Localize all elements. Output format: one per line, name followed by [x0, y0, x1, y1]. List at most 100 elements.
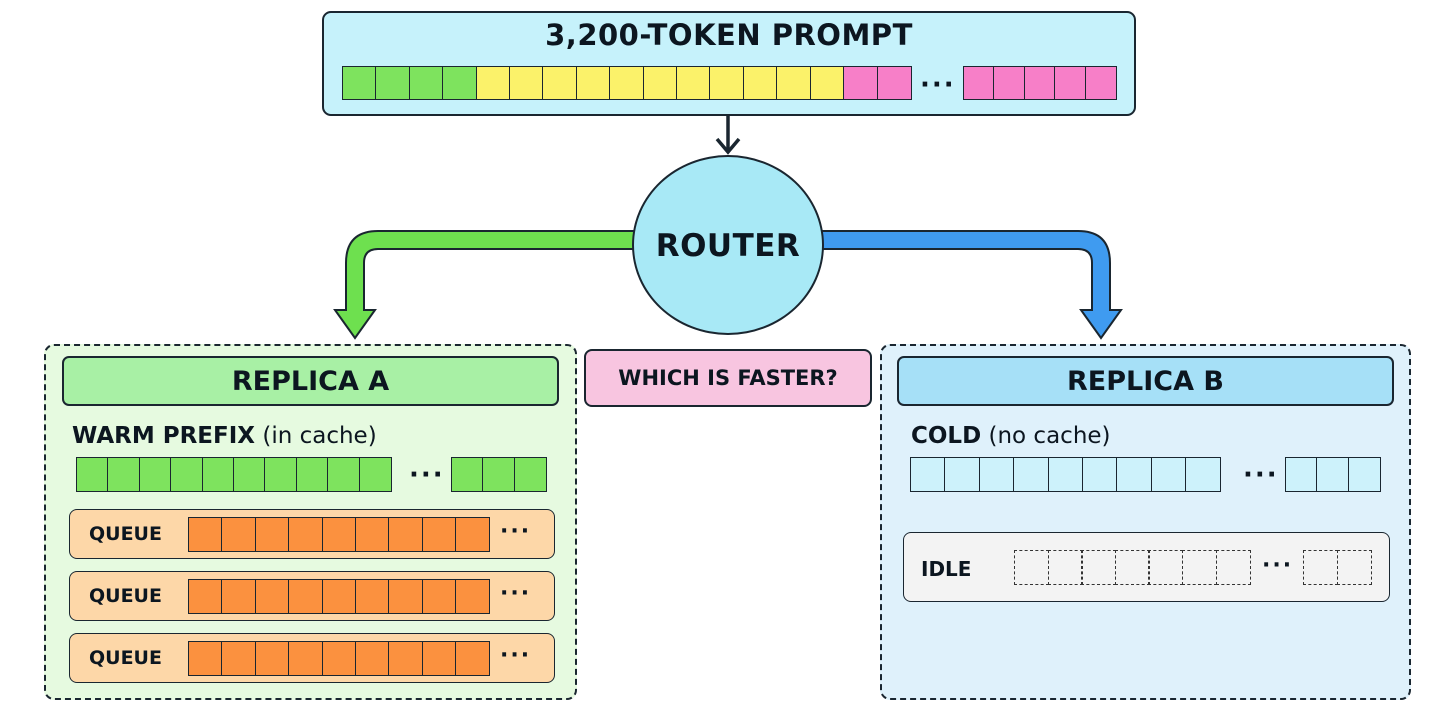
prompt-token-cell [809, 66, 845, 100]
queue-token-cell [288, 517, 324, 552]
replica-b-cache-status: COLD (no cache) [911, 425, 1111, 448]
prompt-token-cell [642, 66, 678, 100]
queue-token-cell [221, 579, 257, 614]
empty-token-cell [1347, 457, 1381, 492]
queue-ellipsis: ··· [500, 519, 532, 544]
queue-token-cell [355, 579, 391, 614]
replica-a-title: REPLICA A [62, 356, 559, 406]
idle-ellipsis: ··· [1262, 553, 1294, 578]
router-label: ROUTER [655, 228, 801, 264]
cached-token-cell [482, 457, 516, 492]
replica-b-cache-status-label: COLD [911, 423, 982, 449]
idle-slot-cell [1336, 550, 1372, 585]
prompt-token-cell [993, 66, 1026, 100]
prompt-token-cell [776, 66, 812, 100]
prompt-token-strip-tail [963, 66, 1117, 100]
prompt-token-cell [709, 66, 745, 100]
cached-token-cell [201, 457, 235, 492]
prompt-ellipsis: ··· [920, 70, 956, 100]
prompt-title: 3,200-TOKEN PROMPT [545, 18, 913, 52]
empty-token-cell [910, 457, 946, 492]
cached-token-cell [76, 457, 109, 492]
cached-token-cell [138, 457, 172, 492]
queue-token-strip [188, 579, 491, 614]
cached-token-cell [170, 457, 204, 492]
queue-token-strip [188, 517, 491, 552]
cached-token-cell [107, 457, 141, 492]
idle-slot-cell [1014, 550, 1049, 585]
queue-token-cell [355, 517, 391, 552]
queue-token-cell [455, 517, 491, 552]
prompt-token-cell [676, 66, 712, 100]
idle-label: IDLE [921, 557, 972, 581]
queue-token-cell [388, 641, 424, 676]
prompt-token-cell [1054, 66, 1087, 100]
cached-token-cell [451, 457, 484, 492]
queue-token-cell [188, 579, 223, 614]
replica-a-cache-status-note: (in cache) [262, 423, 377, 449]
replica-b-empty-token-strip-tail [1285, 457, 1381, 492]
queue-ellipsis: ··· [500, 643, 532, 668]
queue-token-cell [321, 517, 357, 552]
question-label: WHICH IS FASTER? [584, 349, 872, 407]
empty-token-cell [1185, 457, 1222, 492]
queue-token-cell [388, 579, 424, 614]
empty-token-cell [1316, 457, 1350, 492]
empty-token-cell [978, 457, 1015, 492]
empty-token-cell [1150, 457, 1187, 492]
queue-label: QUEUE [89, 523, 162, 545]
queue-token-cell [254, 641, 290, 676]
queue-token-strip [188, 641, 491, 676]
idle-slot-cell [1047, 550, 1083, 585]
idle-bar [903, 532, 1390, 602]
queue-token-cell [321, 579, 357, 614]
queue-token-cell [188, 517, 223, 552]
prompt-token-cell [1084, 66, 1117, 100]
replica-b-cache-ellipsis: ··· [1243, 460, 1279, 490]
prompt-token-cell [1023, 66, 1056, 100]
idle-slot-strip-tail [1303, 550, 1372, 585]
idle-slot-cell [1215, 550, 1251, 585]
prompt-token-cell [442, 66, 478, 100]
queue-token-cell [355, 641, 391, 676]
empty-token-cell [1116, 457, 1153, 492]
prompt-to-router-arrowhead [715, 137, 741, 155]
prompt-token-cell [609, 66, 645, 100]
idle-slot-cell [1182, 550, 1218, 585]
idle-slot-cell [1148, 550, 1184, 585]
queue-token-cell [288, 641, 324, 676]
queue-token-cell [455, 579, 491, 614]
queue-token-cell [254, 579, 290, 614]
prompt-token-cell [375, 66, 411, 100]
queue-token-cell [221, 641, 257, 676]
queue-token-cell [421, 517, 457, 552]
queue-token-cell [321, 641, 357, 676]
router-to-replica-b-arrow [821, 230, 1123, 340]
queue-token-cell [421, 641, 457, 676]
queue-token-cell [288, 579, 324, 614]
prompt-token-cell [408, 66, 444, 100]
empty-token-cell [1013, 457, 1050, 492]
cached-token-cell [327, 457, 361, 492]
queue-token-cell [254, 517, 290, 552]
queue-token-cell [221, 517, 257, 552]
prompt-token-cell [542, 66, 578, 100]
idle-slot-strip [1014, 550, 1251, 585]
replica-a-cache-status: WARM PREFIX (in cache) [72, 425, 377, 448]
prompt-token-cell [342, 66, 377, 100]
prompt-token-cell [876, 66, 912, 100]
replica-a-cached-token-strip-tail [451, 457, 547, 492]
cached-token-cell [513, 457, 547, 492]
replica-b-title: REPLICA B [897, 356, 1394, 406]
prompt-token-cell [742, 66, 778, 100]
replica-a-cached-token-strip [76, 457, 392, 492]
prompt-token-cell [475, 66, 511, 100]
queue-token-cell [421, 579, 457, 614]
router-to-replica-a-arrow [333, 230, 635, 340]
prompt-token-cell [843, 66, 879, 100]
queue-token-cell [388, 517, 424, 552]
queue-ellipsis: ··· [500, 581, 532, 606]
cached-token-cell [358, 457, 392, 492]
empty-token-cell [1047, 457, 1084, 492]
